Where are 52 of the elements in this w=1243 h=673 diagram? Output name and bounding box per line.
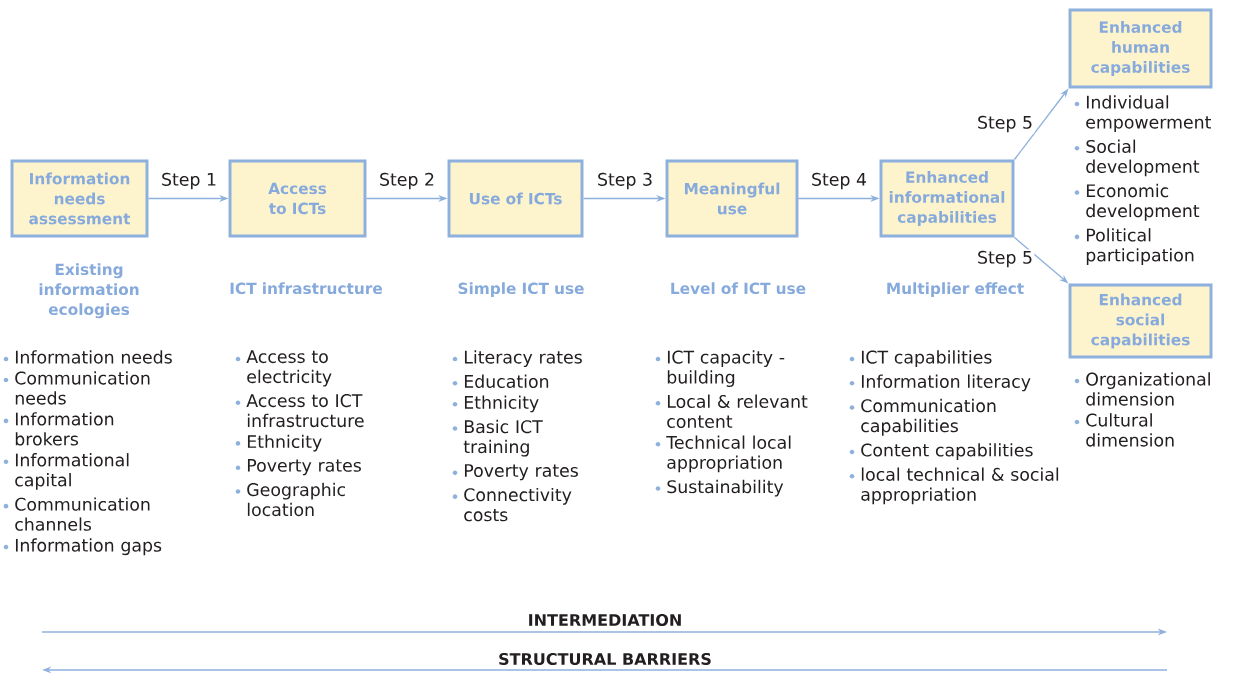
bullet-item: Information gaps bbox=[3, 538, 162, 556]
column-heading: Simple ICT use bbox=[458, 282, 584, 298]
column-heading: ICT infrastructure bbox=[230, 282, 382, 295]
bullet-item: ICT capacity -building bbox=[655, 350, 785, 388]
edge-label: Step 4 bbox=[809, 171, 869, 191]
bullet-item: Economic development bbox=[1074, 183, 1200, 221]
edge-label: Step 1 bbox=[159, 171, 219, 191]
bullet-item: Communication capabilities bbox=[849, 398, 996, 436]
bullet-item: Sustainability bbox=[655, 479, 784, 497]
edge-label: Step 3 bbox=[595, 171, 655, 191]
bullet-item: Content capabilities bbox=[849, 443, 1033, 460]
process-box: Access to ICTs bbox=[228, 159, 367, 238]
axis-label: INTERMEDIATION bbox=[526, 612, 684, 628]
process-box: Enhanced informational capabilities bbox=[879, 159, 1015, 238]
bullet-item: Geographic location bbox=[235, 482, 345, 517]
bullet-item: Information brokers bbox=[3, 412, 114, 446]
bullet-item: Local & relevant content bbox=[655, 394, 808, 428]
bullet-item: Access to ICT infrastructure bbox=[235, 394, 364, 428]
bullet-item: Education bbox=[452, 374, 549, 388]
bullet-item: Social development bbox=[1074, 139, 1200, 177]
bullet-item: Literacy rates bbox=[452, 350, 582, 368]
process-box: Enhanced social capabilities bbox=[1068, 283, 1213, 359]
bullet-item: Basic ICT training bbox=[452, 419, 543, 457]
process-box: Meaningful use bbox=[665, 159, 799, 238]
column-heading: Multiplier effect bbox=[887, 282, 1024, 298]
edge-label: Step 2 bbox=[377, 171, 437, 191]
bullet-item: Political participation bbox=[1074, 228, 1194, 265]
axis-label: STRUCTURAL BARRIERS bbox=[496, 651, 714, 667]
bullet-item: Ethnicity bbox=[235, 434, 322, 452]
bullet-item: Cultural dimension bbox=[1074, 413, 1174, 447]
bullet-item: ICT capabilities bbox=[849, 350, 992, 368]
bullet-item: Poverty rates bbox=[235, 459, 361, 476]
bullet-item: local technical & social appropriation bbox=[849, 467, 1059, 505]
bullet-item: Poverty rates bbox=[452, 464, 578, 481]
bullet-item: Technical local appropriation bbox=[655, 435, 791, 473]
process-box: Enhanced human capabilities bbox=[1068, 8, 1213, 89]
bullet-item: Communication channels bbox=[3, 497, 150, 531]
process-box: Use of ICTs bbox=[447, 159, 584, 238]
bullet-item: Communication needs bbox=[3, 371, 150, 405]
column-heading: Existing information ecologies bbox=[39, 263, 139, 319]
process-box: Information needs assessment bbox=[10, 159, 149, 238]
bullet-item: Individual empowerment bbox=[1074, 95, 1211, 133]
bullet-item: Information needs bbox=[3, 350, 172, 364]
column-heading: Level of ICT use bbox=[671, 282, 806, 295]
edge-label: Step 5 bbox=[975, 114, 1035, 134]
bullet-item: Informational capital bbox=[3, 453, 129, 490]
bullet-item: Connectivity costs bbox=[452, 487, 572, 522]
bullet-item: Information literacy bbox=[849, 374, 1031, 392]
bullet-item: Organizational dimension bbox=[1074, 372, 1210, 406]
edge-label: Step 5 bbox=[975, 249, 1035, 269]
bullet-item: Access to electricity bbox=[235, 350, 332, 387]
bullet-item: Ethnicity bbox=[452, 395, 539, 413]
